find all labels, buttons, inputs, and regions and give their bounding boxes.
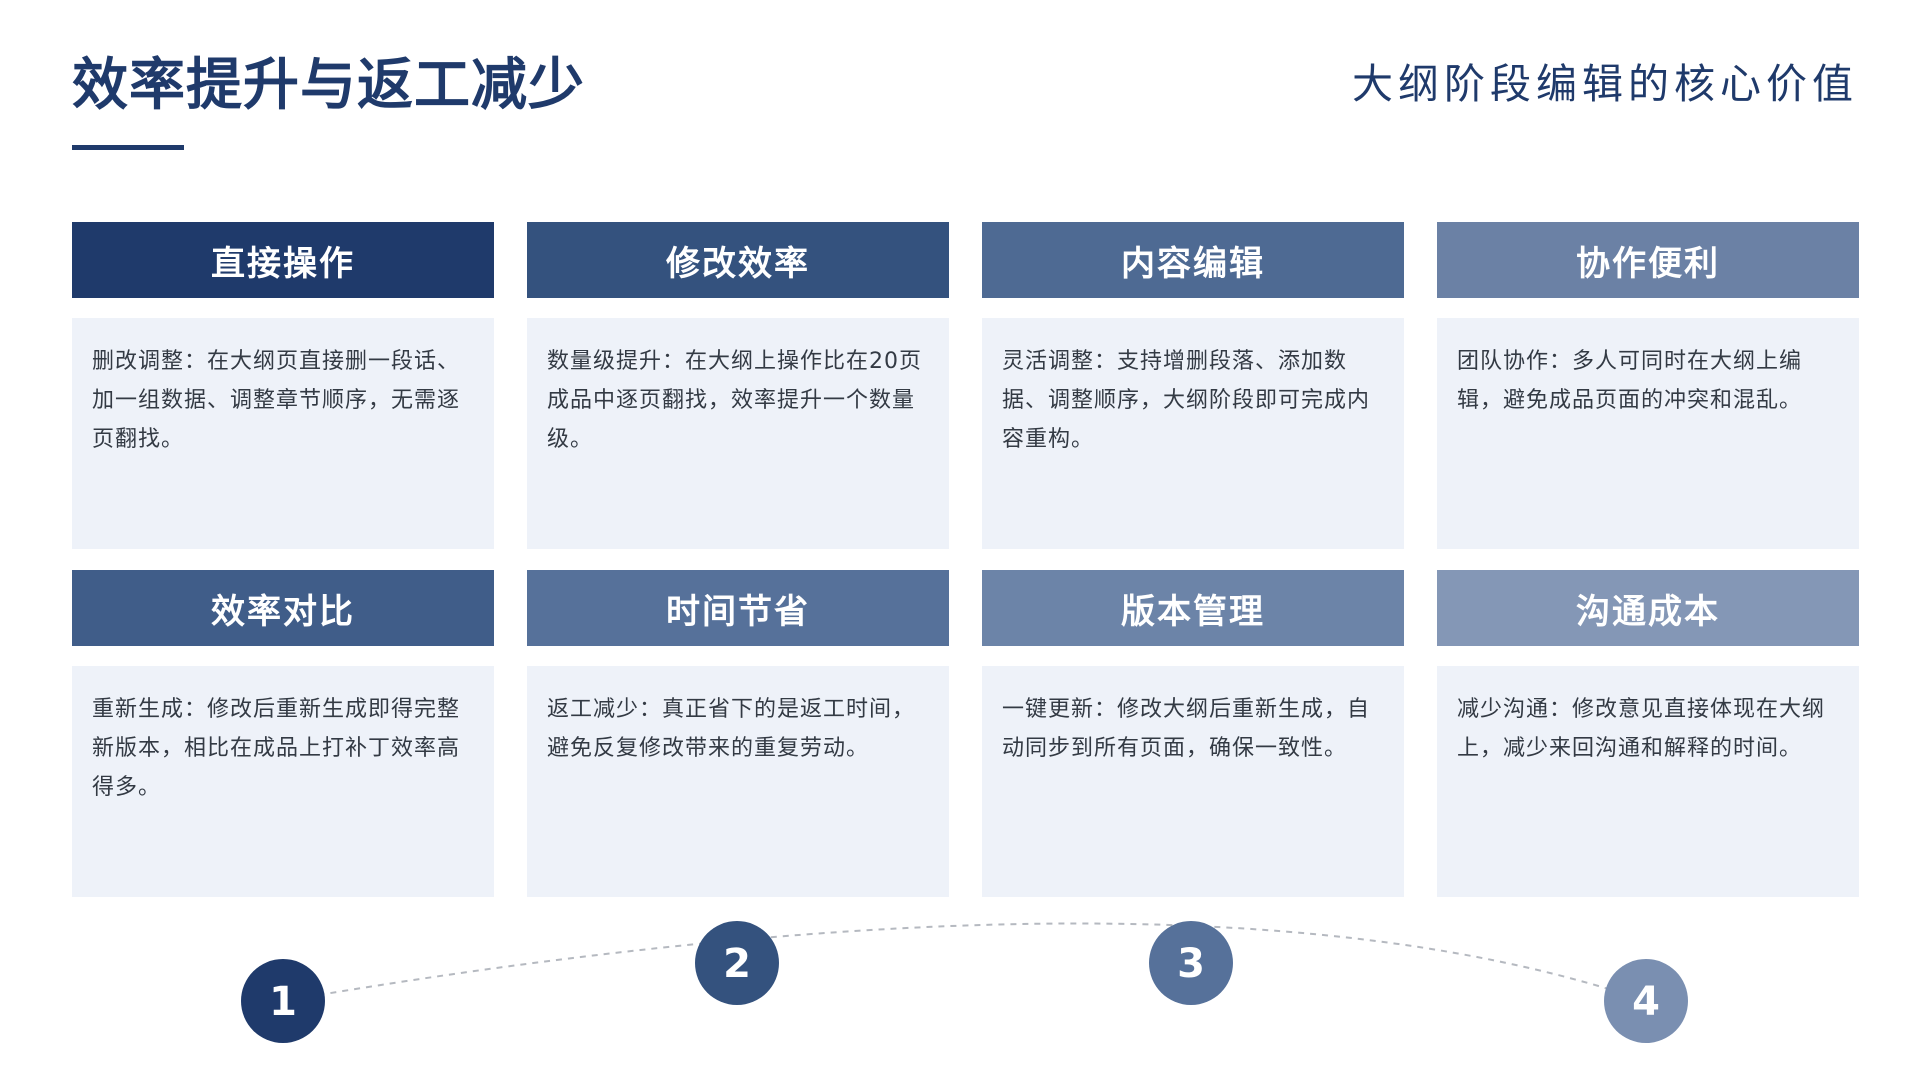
card-version-management: 版本管理 一键更新：修改大纲后重新生成，自动同步到所有页面，确保一致性。: [982, 570, 1404, 897]
card-body: 一键更新：修改大纲后重新生成，自动同步到所有页面，确保一致性。: [982, 666, 1404, 897]
card-edit-efficiency: 修改效率 数量级提升：在大纲上操作比在20页成品中逐页翻找，效率提升一个数量级。: [527, 222, 949, 549]
timeline-node-1: 1: [241, 959, 325, 1043]
timeline-node-3: 3: [1149, 921, 1233, 1005]
card-body: 数量级提升：在大纲上操作比在20页成品中逐页翻找，效率提升一个数量级。: [527, 318, 949, 549]
timeline-node-4: 4: [1604, 959, 1688, 1043]
page-subtitle: 大纲阶段编辑的核心价值: [1352, 60, 1858, 108]
timeline-node-label: 4: [1632, 979, 1660, 1025]
card-header: 修改效率: [527, 222, 949, 298]
card-content-editing: 内容编辑 灵活调整：支持增删段落、添加数据、调整顺序，大纲阶段即可完成内容重构。: [982, 222, 1404, 549]
timeline-node-label: 2: [723, 941, 751, 987]
timeline: 1 2 3 4: [241, 921, 1688, 1043]
card-communication-cost: 沟通成本 减少沟通：修改意见直接体现在大纲上，减少来回沟通和解释的时间。: [1437, 570, 1859, 897]
card-header: 内容编辑: [982, 222, 1404, 298]
timeline-node-label: 3: [1177, 941, 1205, 987]
card-time-saving: 时间节省 返工减少：真正省下的是返工时间，避免反复修改带来的重复劳动。: [527, 570, 949, 897]
card-efficiency-comparison: 效率对比 重新生成：修改后重新生成即得完整新版本，相比在成品上打补丁效率高得多。: [72, 570, 494, 897]
card-body: 重新生成：修改后重新生成即得完整新版本，相比在成品上打补丁效率高得多。: [72, 666, 494, 897]
title-underline: [72, 145, 184, 150]
card-body: 返工减少：真正省下的是返工时间，避免反复修改带来的重复劳动。: [527, 666, 949, 897]
card-header: 沟通成本: [1437, 570, 1859, 646]
card-collaboration: 协作便利 团队协作：多人可同时在大纲上编辑，避免成品页面的冲突和混乱。: [1437, 222, 1859, 549]
card-body: 团队协作：多人可同时在大纲上编辑，避免成品页面的冲突和混乱。: [1437, 318, 1859, 549]
timeline-curve: [282, 922, 1647, 1002]
card-body: 删改调整：在大纲页直接删一段话、加一组数据、调整章节顺序，无需逐页翻找。: [72, 318, 494, 549]
card-header: 时间节省: [527, 570, 949, 646]
card-header: 直接操作: [72, 222, 494, 298]
card-header: 版本管理: [982, 570, 1404, 646]
timeline-node-label: 1: [269, 979, 297, 1025]
card-direct-operation: 直接操作 删改调整：在大纲页直接删一段话、加一组数据、调整章节顺序，无需逐页翻找…: [72, 222, 494, 549]
card-header: 协作便利: [1437, 222, 1859, 298]
page-title: 效率提升与返工减少: [72, 53, 585, 118]
card-header: 效率对比: [72, 570, 494, 646]
card-grid: 直接操作 删改调整：在大纲页直接删一段话、加一组数据、调整章节顺序，无需逐页翻找…: [72, 222, 1859, 897]
card-body: 减少沟通：修改意见直接体现在大纲上，减少来回沟通和解释的时间。: [1437, 666, 1859, 897]
timeline-node-2: 2: [695, 921, 779, 1005]
card-body: 灵活调整：支持增删段落、添加数据、调整顺序，大纲阶段即可完成内容重构。: [982, 318, 1404, 549]
